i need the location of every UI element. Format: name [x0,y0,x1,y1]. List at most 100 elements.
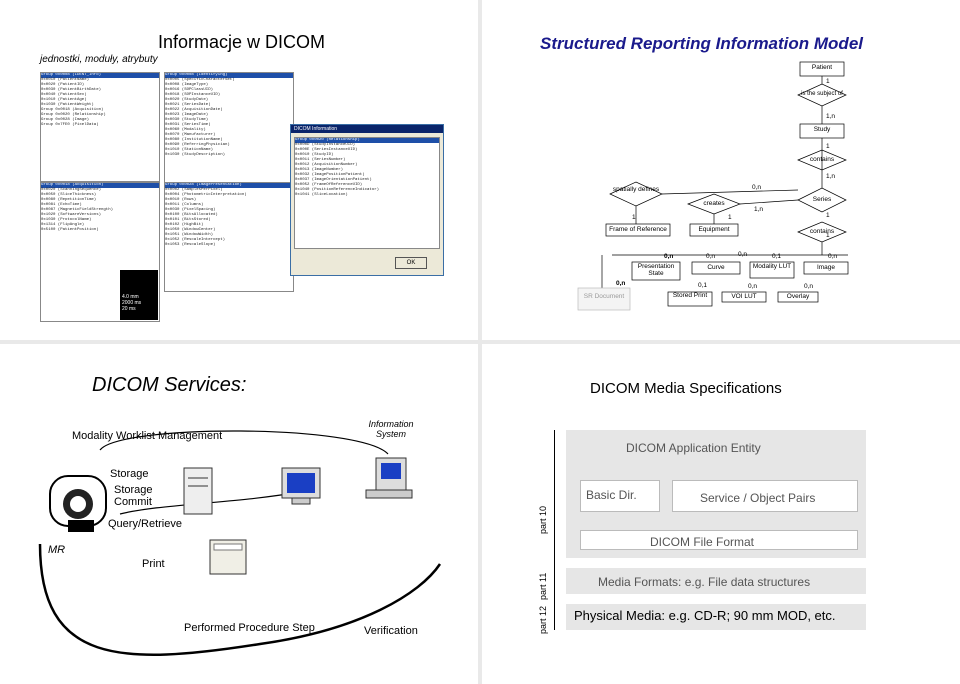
tree-row[interactable]: 0x000E (SeriesInstanceUID) [295,148,358,152]
tree-row[interactable]: Group 0x0020 (Relationship) [41,113,106,117]
tree-row[interactable]: 0x0030 (StudyTime) [165,118,209,122]
tree-row[interactable]: 0x0022 (AcquisitionDate) [165,108,223,112]
tree-row[interactable]: 0x1052 (RescaleIntercept) [165,238,226,242]
tree-row[interactable]: 0x1020 (SoftwareVersions) [41,213,102,217]
tree-row[interactable]: 0x0050 (SliceThickness) [41,193,97,197]
tree-row[interactable]: 0x0100 (BitsAllocated) [165,213,218,217]
is-the-subject-of-diamond [797,83,847,107]
tree-row[interactable]: 0x1053 (RescaleSlope) [165,243,216,247]
mr-label: MR [48,544,66,556]
performed-procedure-step-label: Performed Procedure Step [184,622,315,634]
tree-row[interactable]: 0x0010 (PatientName) [41,78,90,82]
tree-row[interactable]: 0x0030 (PatientBirthDate) [41,88,102,92]
tree-row[interactable]: 0x1010 (StationName) [165,148,214,152]
tree-row[interactable]: 0x0010 (Rows) [165,198,197,202]
tree-row[interactable]: 0x0031 (SeriesTime) [165,123,211,127]
modality-worklist-label: Modality Worklist Management [72,430,223,442]
tree-row[interactable]: 0x0016 (SOPClassUID) [165,88,214,92]
tree-row[interactable]: 0x0020 (PatientID) [41,83,85,87]
card-creates-1n: 1,n [754,206,764,213]
tree-row[interactable]: 0x1051 (WindowWidth) [165,233,214,237]
window-title: DICOM Information [291,125,443,133]
tree-row[interactable]: 0x0090 (ReferringPhysician) [165,143,230,147]
tree-row[interactable]: 0x0004 (PhotometricInterpretation) [165,193,247,197]
part12-label: part 12 [538,605,548,634]
dicom-tree-panel-left[interactable]: Group 0x0008 (IDENT_Info)0x0010 (Patient… [40,72,160,182]
slide1-title: Informacje w DICOM [158,32,326,52]
tree-row[interactable]: 0x0040 (PatientSex) [41,93,87,97]
tree-row[interactable]: Group 0x0020 (Relationship) [295,138,439,143]
tree-row[interactable]: 0x5100 (PatientPosition) [41,228,99,232]
overlay-label: Overlay [786,293,810,300]
dicom-tree-panel-identifying[interactable]: Group 0x0008 (Identifying)0x0005 (Specif… [164,72,294,184]
window-tree[interactable]: Group 0x0020 (Relationship)0x000D (Study… [294,137,440,249]
tree-row[interactable]: Group 0x0028 (ImagePresentation) [165,183,293,188]
tree-row[interactable]: 0x0011 (Columns) [165,203,204,207]
tree-row[interactable]: Group 0x0018 (Acquisition) [41,183,159,188]
part11-label: part 11 [538,572,548,600]
tree-row[interactable]: 0x1041 (SliceLocation) [295,193,348,197]
tree-row[interactable]: Group 0x0018 (Acquisition) [41,108,104,112]
tree-row[interactable]: 0x0060 (Modality) [165,128,206,132]
tree-row[interactable]: 0x0010 (StudyID) [295,153,334,157]
modality-lut-box [749,261,795,279]
tree-row[interactable]: 0x0087 (MagneticFieldStrength) [41,208,114,212]
image-label: Image [816,264,836,271]
slide1-subtitle: jednostki, moduły, atrybuty [40,54,158,65]
tree-row[interactable]: 0x0052 (FrameOfReferenceUID) [295,183,363,187]
tree-row[interactable]: Group 0x0028 (Image) [41,118,90,122]
tree-row[interactable]: 0x1314 (FlipAngle) [41,223,85,227]
card-curve-0n: 0,n [706,253,716,260]
basic-dir-label: Basic Dir. [586,488,637,502]
tree-row[interactable]: 0x0080 (RepetitionTime) [41,198,97,202]
services-diagram [38,430,442,656]
service-object-pairs-label: Service / Object Pairs [700,491,816,505]
tree-row[interactable]: Group 0x0008 (IDENT_Info) [41,73,159,78]
equipment-label: Equipment [698,226,730,233]
tree-row[interactable]: 0x0011 (SeriesNumber) [295,158,346,162]
tree-row[interactable]: 0x1030 (ProtocolName) [41,218,92,222]
information-system-label: Information System [368,419,414,439]
mr-overlay-line: 4.0 mm [122,294,139,300]
tree-row[interactable]: 0x1040 (PositionReferenceIndicator) [295,188,380,192]
tree-row[interactable]: 0x1010 (PatientAge) [41,98,87,102]
ok-button[interactable]: OK [395,257,427,269]
tree-row[interactable]: 0x1030 (StudyDescription) [165,153,226,157]
tree-row[interactable]: 0x1050 (WindowCenter) [165,228,216,232]
tree-row[interactable]: Group 0x0008 (Identifying) [165,73,293,78]
tree-row[interactable]: 0x0021 (SeriesDate) [165,103,211,107]
tree-row[interactable]: 0x0020 (ScanningSequence) [41,188,102,192]
part10-label: part 10 [538,505,548,534]
tree-row[interactable]: 0x0070 (Manufacturer) [165,133,216,137]
tree-row[interactable]: 0x0008 (ImageType) [165,83,209,87]
card-presentation-0n: 0,n [664,253,674,260]
card-series-1: 1 [826,212,830,219]
tree-row[interactable]: 0x0020 (StudyDate) [165,98,209,102]
part-divider [554,430,555,630]
card-frame-1: 1 [632,214,636,221]
tree-row[interactable]: 0x000D (StudyInstanceUID) [295,143,356,147]
tree-row[interactable]: 0x0080 (InstitutionName) [165,138,223,142]
tree-row[interactable]: 0x0018 (SOPInstanceUID) [165,93,221,97]
card-bus-0n: 0,n [738,251,748,258]
server-icon [183,467,213,515]
basic-dir-box [580,480,660,512]
tree-row[interactable]: 0x0013 (ImageNumber) [295,168,344,172]
tree-row[interactable]: 0x0102 (HighBit) [165,223,204,227]
tree-row[interactable]: 0x0032 (ImagePositionPatient) [295,173,365,177]
tree-row[interactable]: 0x0037 (ImageOrientationPatient) [295,178,372,182]
dicom-tree-panel-image[interactable]: Group 0x0028 (ImagePresentation)0x0002 (… [164,182,294,292]
tree-row[interactable]: 0x0023 (ImageDate) [165,113,209,117]
tree-row[interactable]: 0x0012 (AcquisitionNumber) [295,163,358,167]
tree-row[interactable]: 0x0101 (BitsStored) [165,218,211,222]
card-contains-1: 1 [826,232,830,239]
tree-row[interactable]: 0x0002 (SamplesPerPixel) [165,188,223,192]
curve-label: Curve [707,264,725,271]
print-label: Print [142,558,165,570]
file-format-box [580,530,858,550]
tree-row[interactable]: 0x0081 (EchoTime) [41,203,82,207]
tree-row[interactable]: 0x0005 (SpecificCharacterSet) [165,78,235,82]
tree-row[interactable]: Group 0x7FE0 (PixelData) [41,123,99,127]
tree-row[interactable]: 0x0030 (PixelSpacing) [165,208,216,212]
tree-row[interactable]: 0x1030 (PatientWeight) [41,103,94,107]
